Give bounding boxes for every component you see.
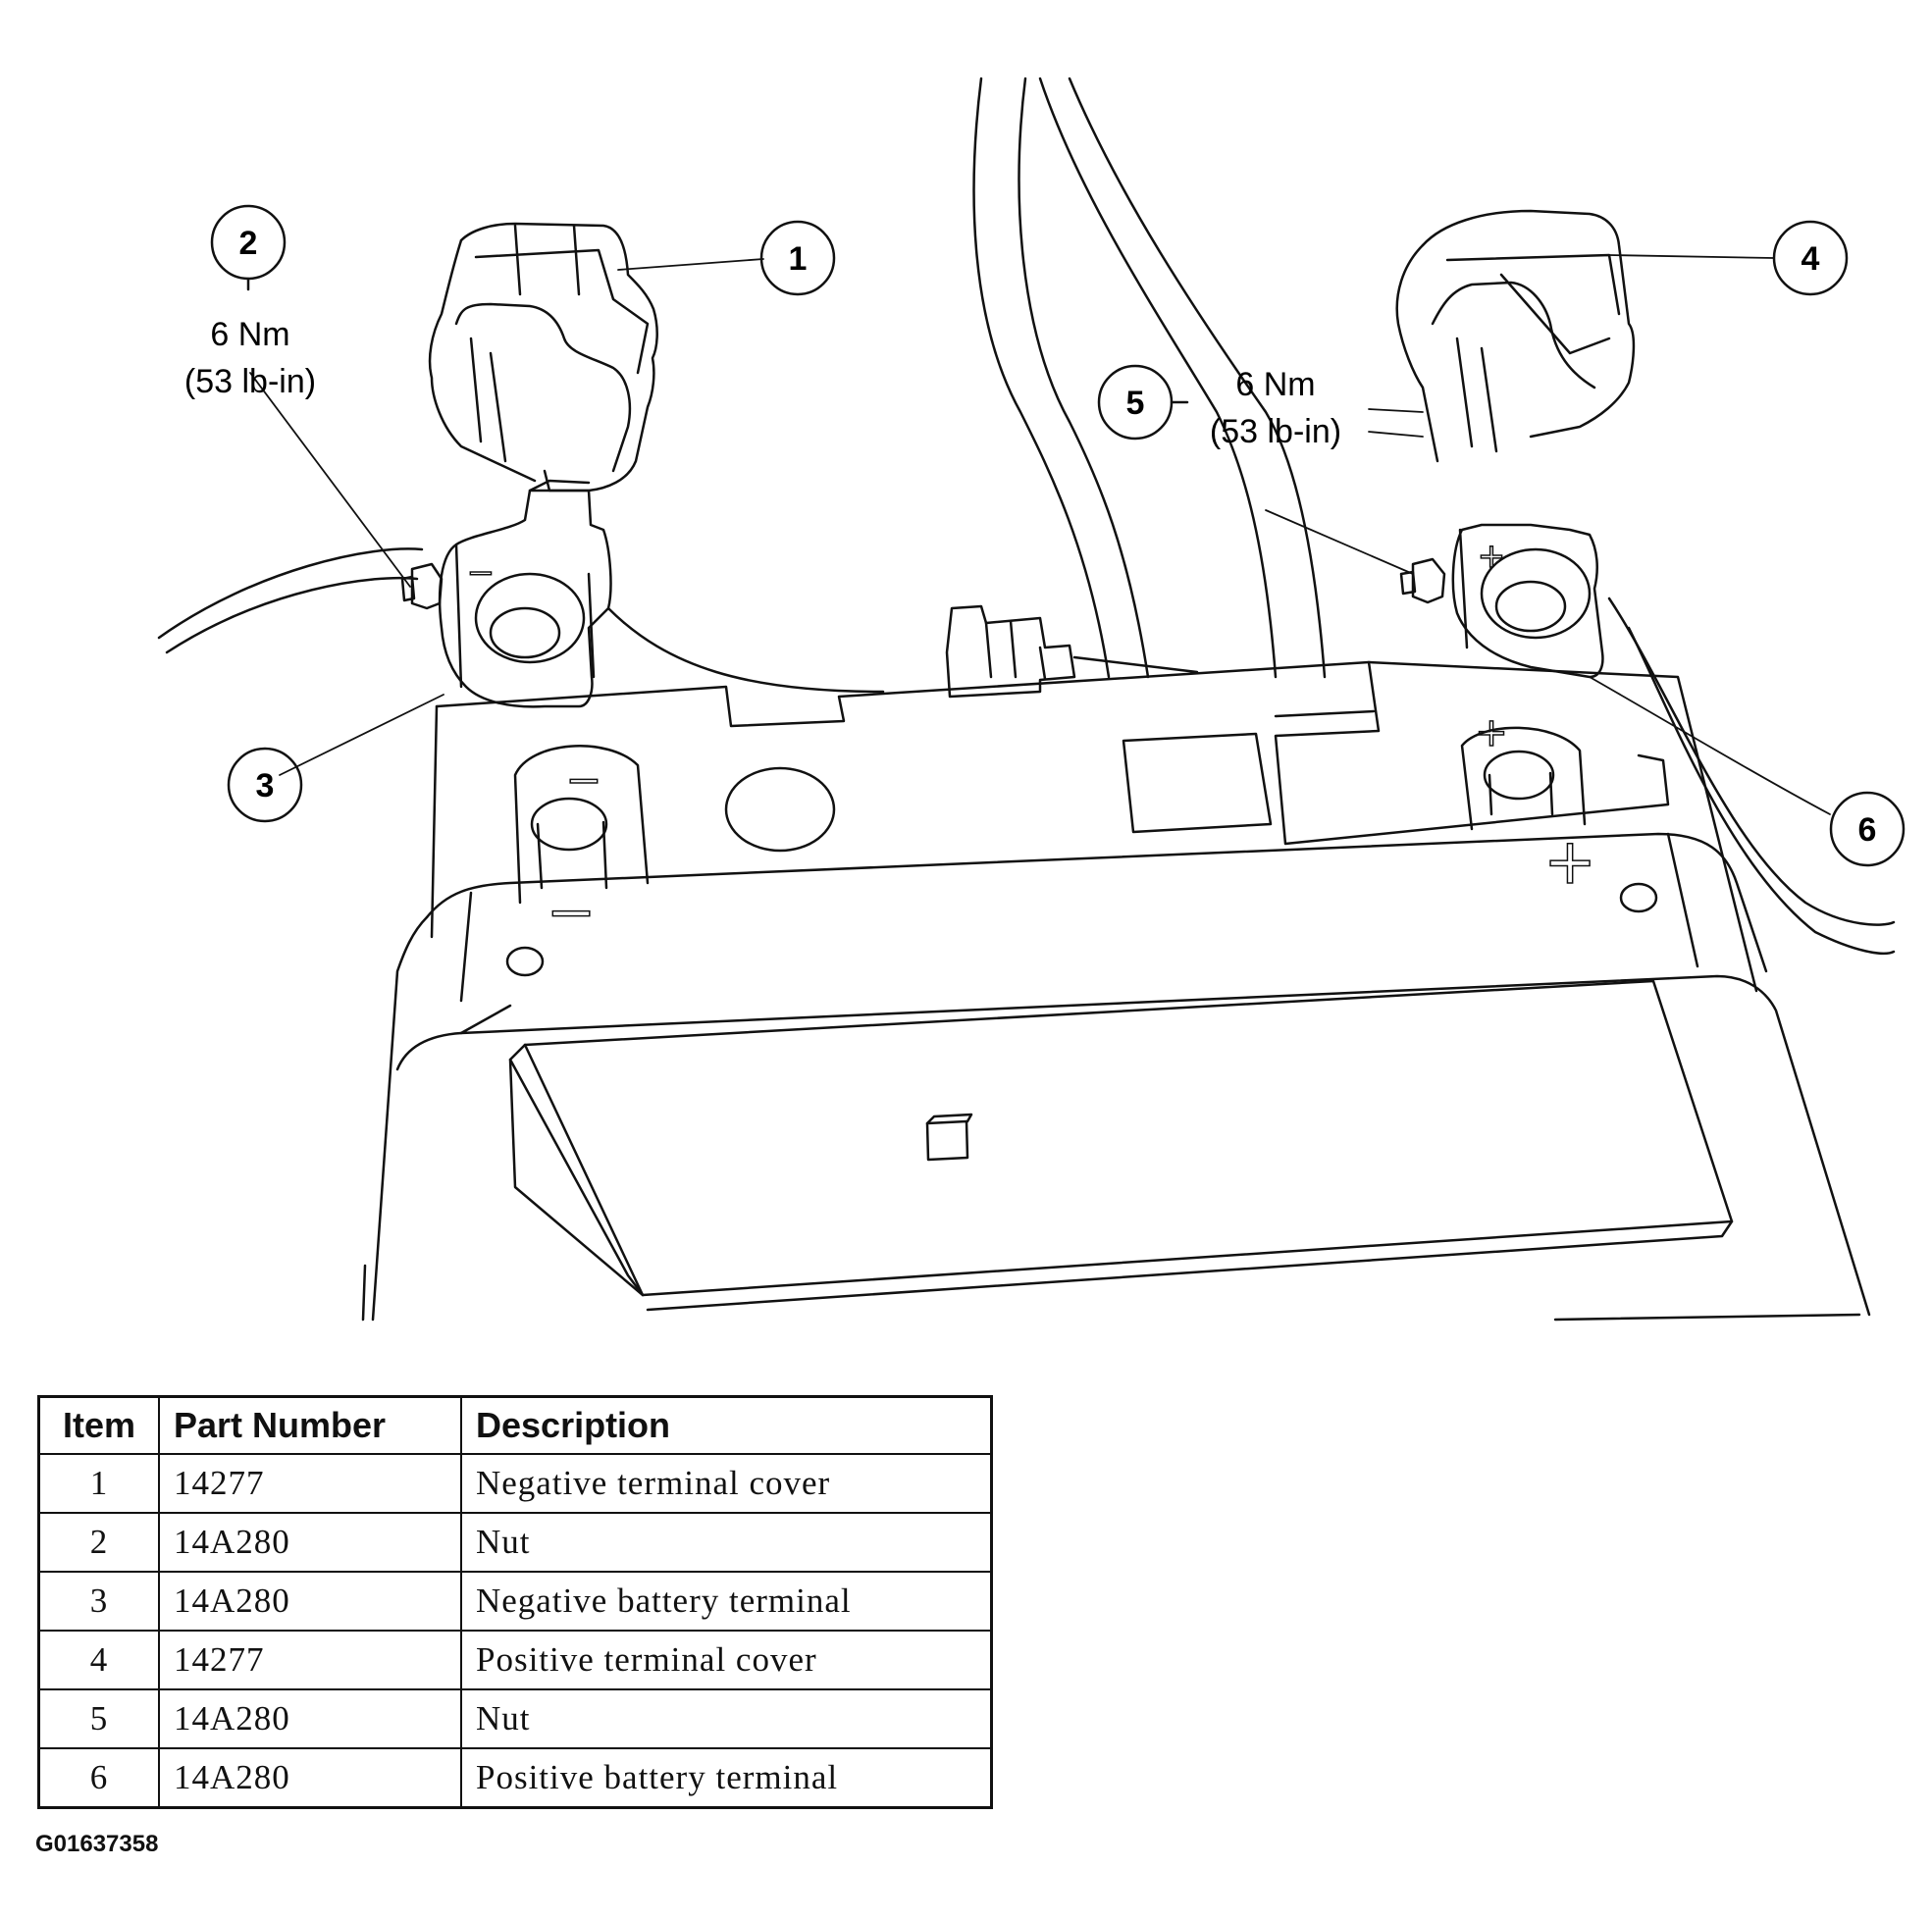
callout-5-label: 5 xyxy=(1126,385,1145,422)
figure-id: G01637358 xyxy=(35,1831,159,1857)
table-row: 1 14277 Negative terminal cover xyxy=(37,1453,993,1514)
torque-right-lbin: (53 lb-in) xyxy=(1210,413,1341,450)
table-row: 4 14277 Positive terminal cover xyxy=(37,1630,993,1690)
cell-item: 6 xyxy=(37,1747,160,1809)
header-description: Description xyxy=(460,1395,993,1455)
negative-terminal-assembly xyxy=(400,222,658,708)
torque-left-nm: 6 Nm xyxy=(210,316,289,353)
positive-post-mark: + xyxy=(1475,710,1508,755)
cell-description: Negative battery terminal xyxy=(460,1571,993,1632)
cell-description: Positive terminal cover xyxy=(460,1630,993,1690)
cell-description: Positive battery terminal xyxy=(460,1747,993,1809)
table-header-row: Item Part Number Description xyxy=(37,1395,993,1455)
cell-description: Nut xyxy=(460,1688,993,1749)
leader-lines xyxy=(249,254,1831,815)
background-hoses xyxy=(972,77,1896,956)
negative-cable xyxy=(157,547,885,694)
table-row: 6 14A280 Positive battery terminal xyxy=(37,1747,993,1809)
cell-part-number: 14A280 xyxy=(158,1747,462,1809)
header-part-number: Part Number xyxy=(158,1395,462,1455)
torque-right-nm: 6 Nm xyxy=(1235,366,1315,403)
battery-body xyxy=(361,604,1871,1322)
callout-circles xyxy=(210,204,1906,867)
cell-part-number: 14A280 xyxy=(158,1512,462,1573)
header-item: Item xyxy=(37,1395,160,1455)
torque-left-lbin: (53 lb-in) xyxy=(184,363,316,400)
table-row: 2 14A280 Nut xyxy=(37,1512,993,1573)
callout-4-label: 4 xyxy=(1801,240,1820,278)
table-row: 3 14A280 Negative battery terminal xyxy=(37,1571,993,1632)
negative-clamp-mark: − xyxy=(467,553,496,593)
cell-part-number: 14A280 xyxy=(158,1688,462,1749)
positive-lid-mark: + xyxy=(1543,826,1596,899)
negative-lid-mark: − xyxy=(547,878,596,947)
cell-item: 1 xyxy=(37,1453,160,1514)
negative-post-mark: − xyxy=(566,755,602,805)
cell-part-number: 14277 xyxy=(158,1630,462,1690)
callout-1-label: 1 xyxy=(789,240,808,278)
positive-terminal-assembly xyxy=(1395,209,1636,679)
table-row: 5 14A280 Nut xyxy=(37,1688,993,1749)
cell-item: 2 xyxy=(37,1512,160,1573)
cell-description: Negative terminal cover xyxy=(460,1453,993,1514)
callout-3-label: 3 xyxy=(256,767,275,804)
callout-2-label: 2 xyxy=(239,225,258,262)
cell-item: 3 xyxy=(37,1571,160,1632)
cell-part-number: 14277 xyxy=(158,1453,462,1514)
cell-item: 5 xyxy=(37,1688,160,1749)
positive-clamp-mark: + xyxy=(1478,537,1506,576)
cell-item: 4 xyxy=(37,1630,160,1690)
cell-description: Nut xyxy=(460,1512,993,1573)
callout-6-label: 6 xyxy=(1858,811,1877,849)
cell-part-number: 14A280 xyxy=(158,1571,462,1632)
parts-table: Item Part Number Description 1 14277 Neg… xyxy=(37,1395,993,1809)
battery-terminal-illustration: 2 1 3 4 5 6 6 Nm (53 lb-in) 6 Nm (53 lb-… xyxy=(157,77,1906,1322)
